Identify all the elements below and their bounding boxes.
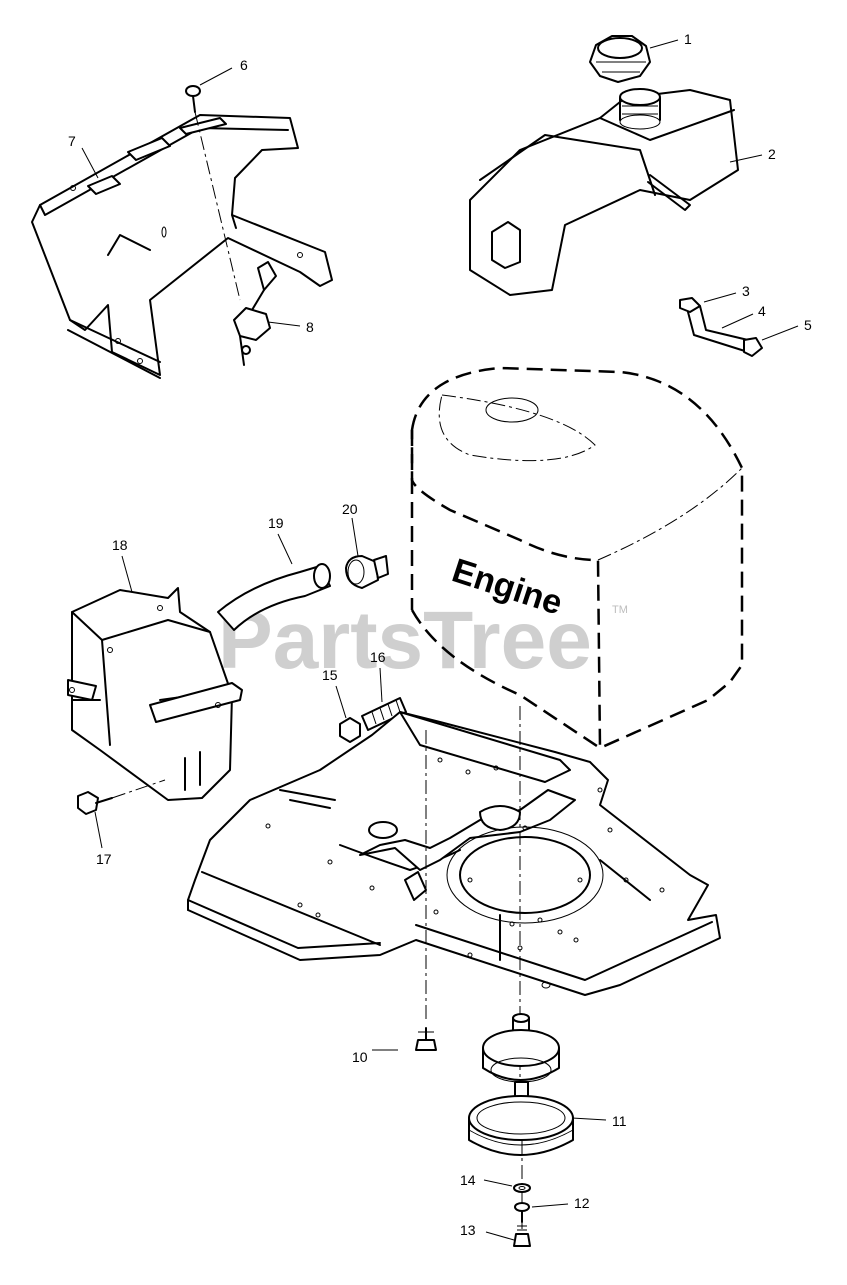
bolt-part-13 xyxy=(513,1225,531,1247)
callout-6: 6 xyxy=(240,57,248,73)
fuel-tank-part-2 xyxy=(469,88,739,296)
washer-part-14 xyxy=(513,1183,531,1193)
callout-11: 11 xyxy=(612,1113,627,1129)
chassis-frame xyxy=(187,711,721,996)
callout-14: 14 xyxy=(460,1172,476,1188)
callout-10: 10 xyxy=(352,1049,368,1065)
exhaust-pipe-part-19 xyxy=(217,563,331,631)
callout-2: 2 xyxy=(768,146,776,162)
callout-3: 3 xyxy=(742,283,750,299)
throttle-control-part-8 xyxy=(233,261,277,366)
callout-15: 15 xyxy=(322,667,338,683)
engine-outline: Engine xyxy=(410,366,744,750)
callout-8: 8 xyxy=(306,319,314,335)
exhaust-clamp-part-20 xyxy=(345,555,389,589)
bolt-part-17 xyxy=(77,779,166,815)
callout-labels: 1 2 3 4 5 6 7 8 10 11 12 13 14 15 16 17 … xyxy=(68,31,812,1238)
callout-19: 19 xyxy=(268,515,284,531)
watermark-text: PartsTree xyxy=(218,595,592,686)
callout-18: 18 xyxy=(112,537,128,553)
callout-4: 4 xyxy=(758,303,766,319)
callout-13: 13 xyxy=(460,1222,476,1238)
lock-washer-part-12 xyxy=(514,1202,530,1223)
bolt-part-10 xyxy=(415,1027,437,1051)
watermark: PartsTree TM xyxy=(218,595,628,686)
callout-20: 20 xyxy=(342,501,358,517)
callout-16: 16 xyxy=(370,649,386,665)
callout-5: 5 xyxy=(804,317,812,333)
callout-12: 12 xyxy=(574,1195,590,1211)
callout-7: 7 xyxy=(68,133,76,149)
fuel-line-assembly-parts-3-4-5 xyxy=(679,297,763,357)
watermark-trademark: TM xyxy=(612,604,628,616)
pulley-assembly-part-11 xyxy=(468,1013,574,1156)
fuel-cap-part-1 xyxy=(589,35,651,83)
callout-17: 17 xyxy=(96,851,112,867)
stud-part-16 xyxy=(361,697,407,731)
heat-shield-part-18 xyxy=(67,587,243,801)
dash-panel-part-7 xyxy=(31,114,333,379)
nut-part-15 xyxy=(339,717,361,743)
screw-part-6 xyxy=(185,85,241,301)
leader-lines xyxy=(81,39,799,1241)
callout-1: 1 xyxy=(684,31,692,47)
